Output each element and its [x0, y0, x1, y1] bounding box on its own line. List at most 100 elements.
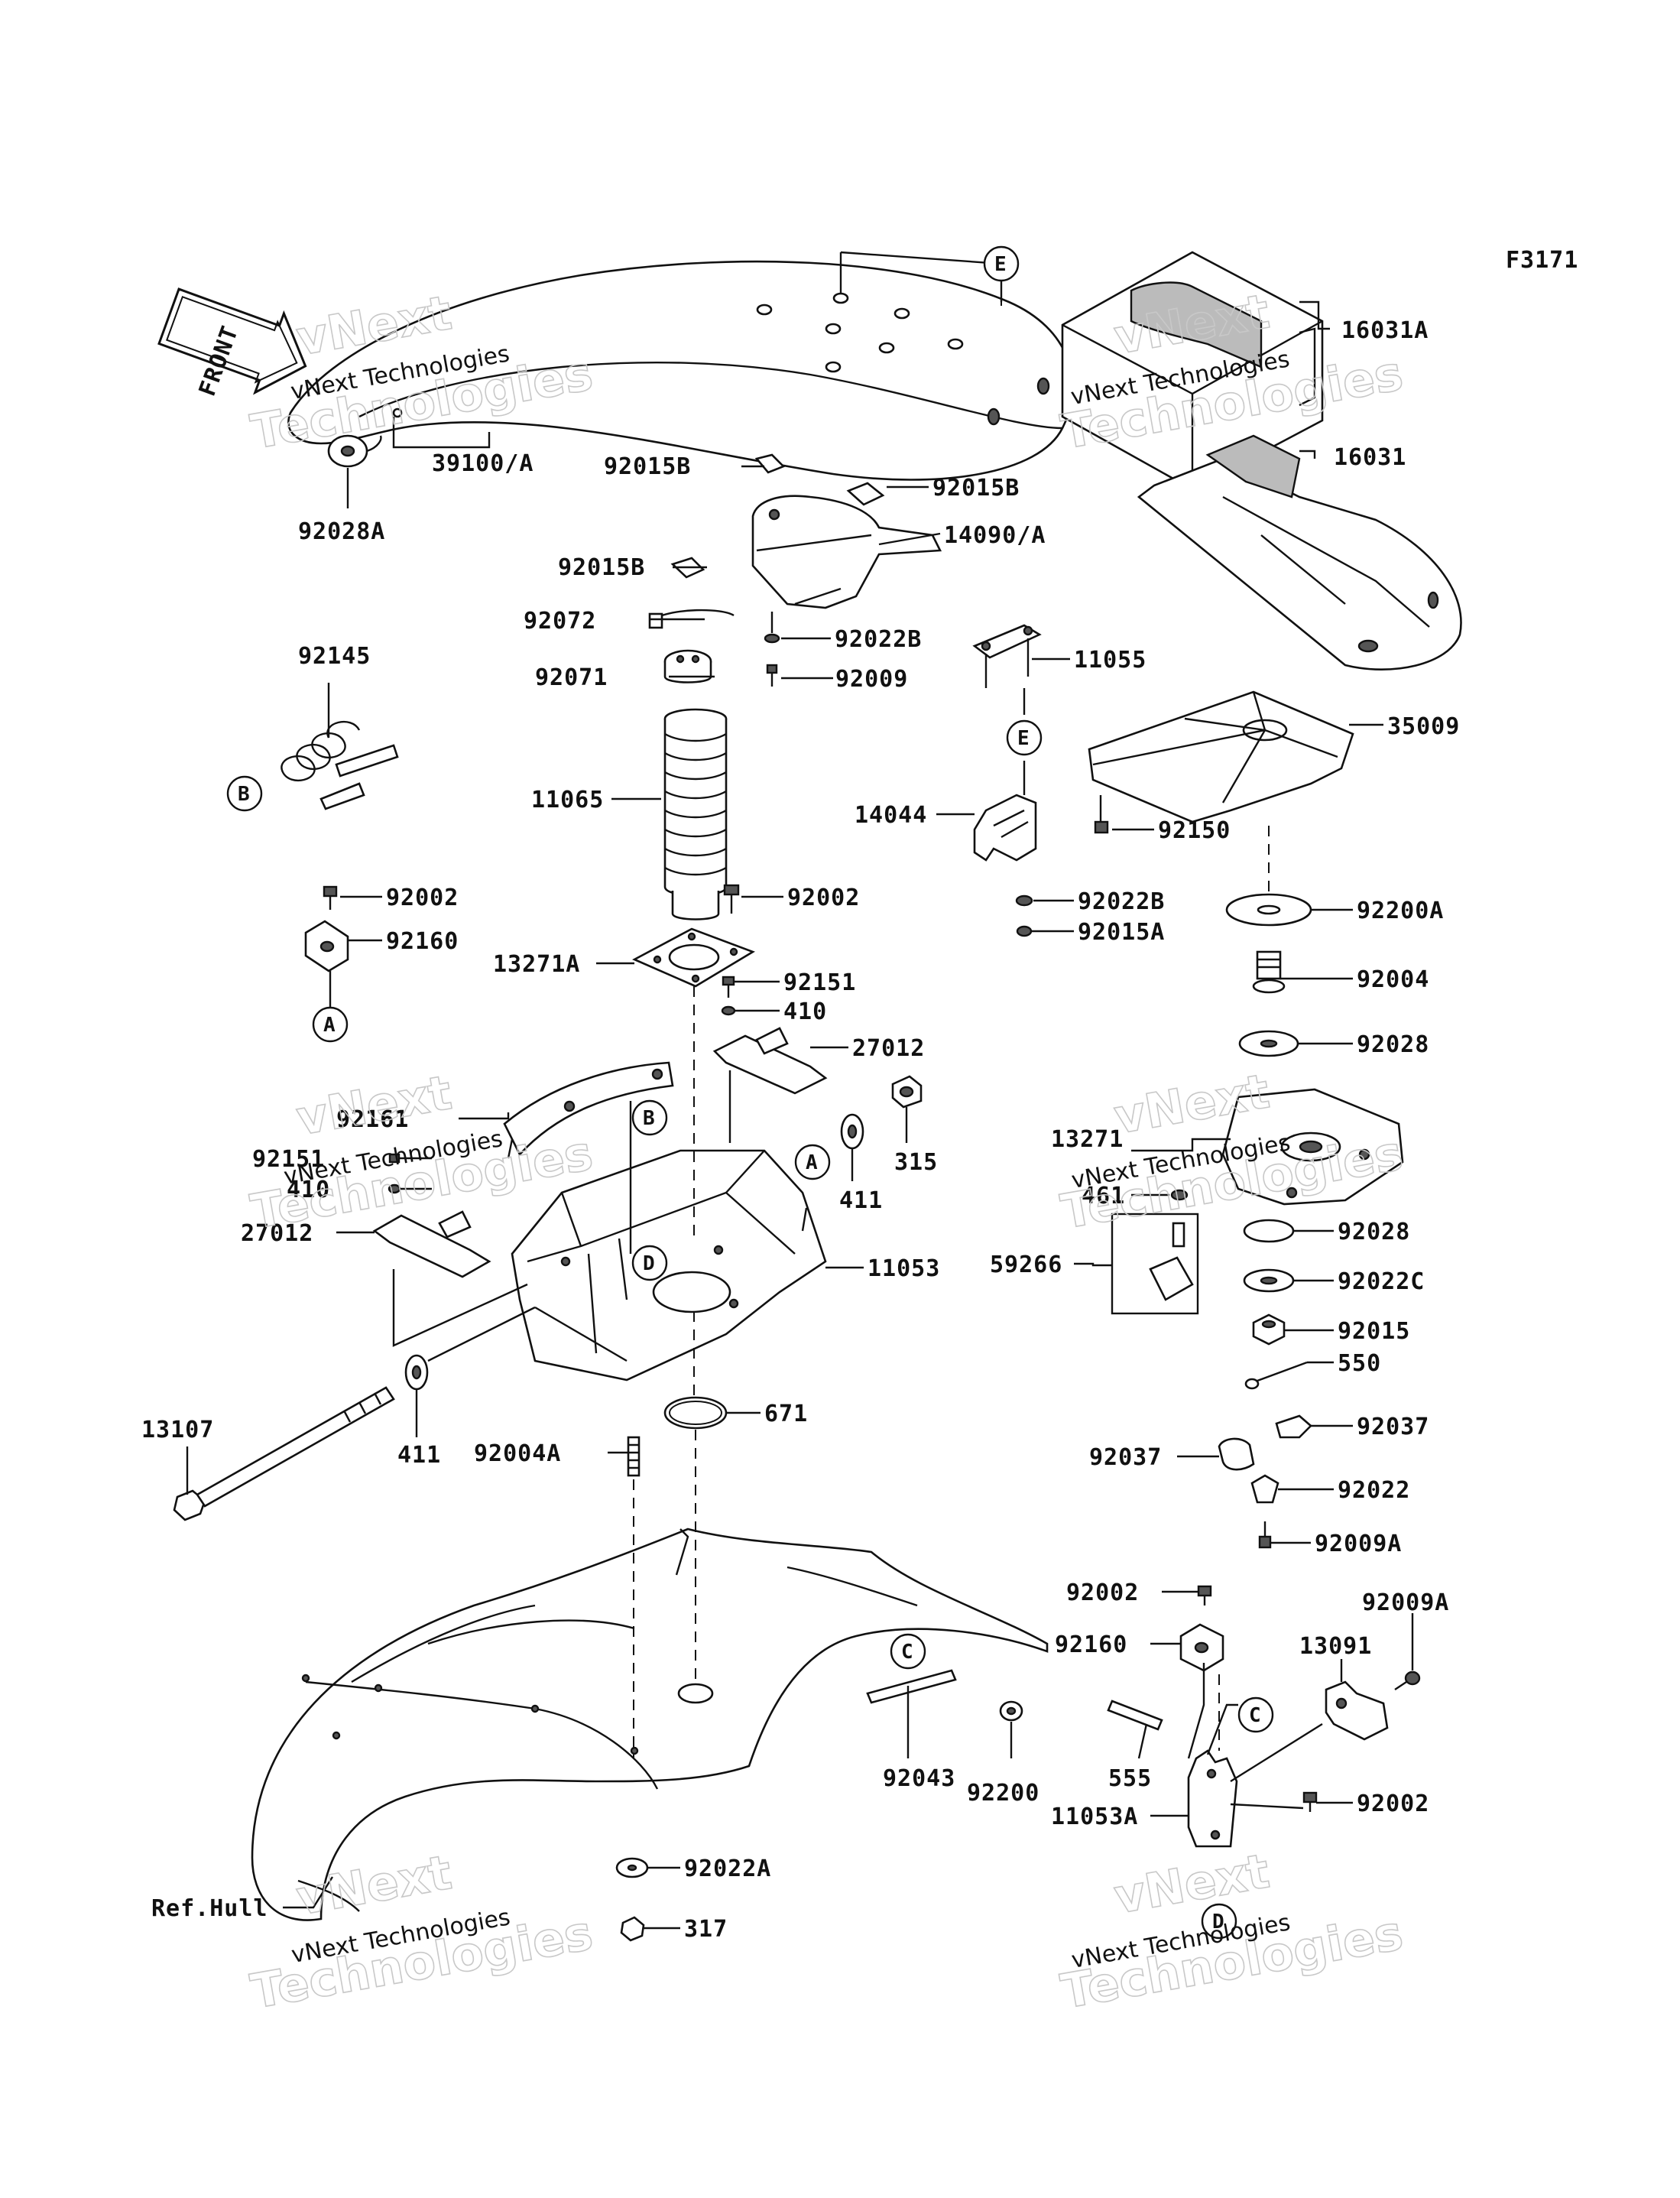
label-ref-hull: Ref.Hull	[151, 1895, 268, 1922]
part-92028A	[327, 434, 382, 468]
label-92022B-b: 92022B	[1078, 888, 1165, 915]
part-92004-stud	[1252, 950, 1286, 994]
label-92022A: 92022A	[684, 1855, 771, 1882]
svg-text:vNext: vNext	[292, 1064, 456, 1146]
label-92037-b: 92037	[1089, 1444, 1162, 1471]
watermark-mid-left: vNext Technologies vNext Technologies	[246, 1063, 598, 1240]
part-92004A-stud	[627, 1436, 641, 1477]
part-315-nut	[891, 1075, 923, 1109]
part-92151-bolt-mid	[722, 976, 735, 998]
svg-text:B: B	[238, 783, 250, 806]
label-92151-b: 92151	[252, 1146, 325, 1173]
part-13107-bolt	[173, 1386, 395, 1521]
part-27012-lower	[372, 1210, 491, 1278]
label-92150: 92150	[1158, 817, 1231, 844]
label-92161: 92161	[336, 1106, 409, 1133]
part-13091	[1325, 1680, 1389, 1741]
svg-text:D: D	[1212, 1911, 1224, 1933]
label-59266: 59266	[990, 1252, 1062, 1278]
label-92200: 92200	[967, 1780, 1039, 1807]
label-13107: 13107	[141, 1417, 214, 1443]
callout-d-bottom: D	[1201, 1903, 1237, 1940]
label-92002-a: 92002	[386, 885, 459, 911]
part-555-pin	[1107, 1700, 1163, 1731]
part-92002-bolt-left	[323, 885, 338, 910]
part-11053	[511, 1149, 827, 1381]
part-92015A-nut	[1016, 925, 1033, 937]
label-16031: 16031	[1334, 444, 1406, 471]
part-92043	[866, 1669, 957, 1704]
part-92009A-screw-lower	[1394, 1670, 1421, 1690]
callout-d-mid: D	[631, 1245, 668, 1281]
label-92015A: 92015A	[1078, 919, 1165, 946]
label-11065: 11065	[531, 787, 604, 813]
part-11053A	[1187, 1749, 1238, 1848]
callout-b-mid: B	[631, 1099, 668, 1136]
label-92015B-a: 92015B	[604, 453, 691, 480]
part-92022B-washer-right	[1015, 894, 1033, 907]
part-92015-nut	[1252, 1313, 1286, 1346]
label-92160-a: 92160	[386, 928, 459, 955]
label-16031A: 16031A	[1341, 317, 1429, 344]
part-92009A-screw-right	[1258, 1521, 1272, 1549]
part-92002-bolt-bottom-right	[1302, 1791, 1318, 1812]
part-92160-lower	[1179, 1623, 1224, 1672]
label-13271A: 13271A	[493, 951, 580, 978]
svg-text:A: A	[323, 1014, 336, 1037]
part-27012-upper	[712, 1027, 828, 1095]
label-92037-a: 92037	[1357, 1414, 1429, 1440]
callout-e-top: E	[983, 245, 1020, 282]
label-92002-d: 92002	[1357, 1791, 1429, 1817]
part-92022B-washer-top	[764, 633, 780, 644]
part-92161	[503, 1061, 674, 1159]
svg-text:D: D	[643, 1252, 655, 1275]
label-35009: 35009	[1387, 713, 1460, 740]
label-13091: 13091	[1299, 1633, 1372, 1660]
label-27012-b: 27012	[241, 1220, 313, 1247]
part-550-pin	[1244, 1361, 1308, 1390]
part-92002-bolt-lower-right	[1197, 1585, 1212, 1605]
label-92009: 92009	[835, 666, 908, 693]
label-92022B-a: 92022B	[835, 626, 922, 653]
callout-a-mid: A	[794, 1144, 831, 1180]
label-671: 671	[764, 1401, 808, 1427]
part-16031A	[1061, 251, 1324, 491]
callout-b-left: B	[226, 775, 263, 812]
part-92009-screw	[766, 664, 778, 687]
part-92022-clip	[1250, 1474, 1279, 1504]
leader-lines	[186, 251, 1414, 1930]
svg-text:E: E	[1017, 727, 1030, 750]
label-92028-b: 92028	[1338, 1219, 1410, 1245]
part-92002-bolt-mid	[723, 884, 740, 914]
label-92002-b: 92002	[787, 885, 860, 911]
part-35009	[1088, 690, 1354, 823]
label-27012-a: 27012	[852, 1035, 925, 1062]
label-14044: 14044	[855, 802, 927, 829]
part-92071	[663, 649, 712, 683]
seat	[287, 260, 1074, 481]
front-arrow: FRONT	[157, 287, 307, 400]
label-92028-a: 92028	[1357, 1031, 1429, 1058]
label-92028A: 92028A	[298, 518, 385, 545]
part-92037-upper	[1275, 1414, 1312, 1439]
label-92071: 92071	[535, 664, 608, 691]
part-11065-boot	[663, 708, 728, 920]
label-14090A: 14090/A	[944, 522, 1046, 549]
label-410-a: 410	[783, 998, 827, 1025]
label-92145: 92145	[298, 643, 371, 670]
label-555: 555	[1108, 1765, 1152, 1792]
svg-text:vNext: vNext	[1110, 1842, 1273, 1924]
part-14044	[973, 794, 1037, 862]
part-11055	[972, 624, 1042, 688]
hull	[251, 1528, 1049, 1921]
label-92015B-c: 92015B	[558, 554, 645, 581]
label-92151-a: 92151	[783, 969, 856, 996]
label-317: 317	[684, 1916, 728, 1943]
label-92015B-b: 92015B	[932, 475, 1020, 502]
part-16031	[1137, 434, 1462, 670]
part-13271-plate	[1221, 1088, 1404, 1206]
label-92002-c: 92002	[1066, 1580, 1139, 1606]
label-410-b: 410	[287, 1177, 330, 1203]
label-92022: 92022	[1338, 1477, 1410, 1504]
